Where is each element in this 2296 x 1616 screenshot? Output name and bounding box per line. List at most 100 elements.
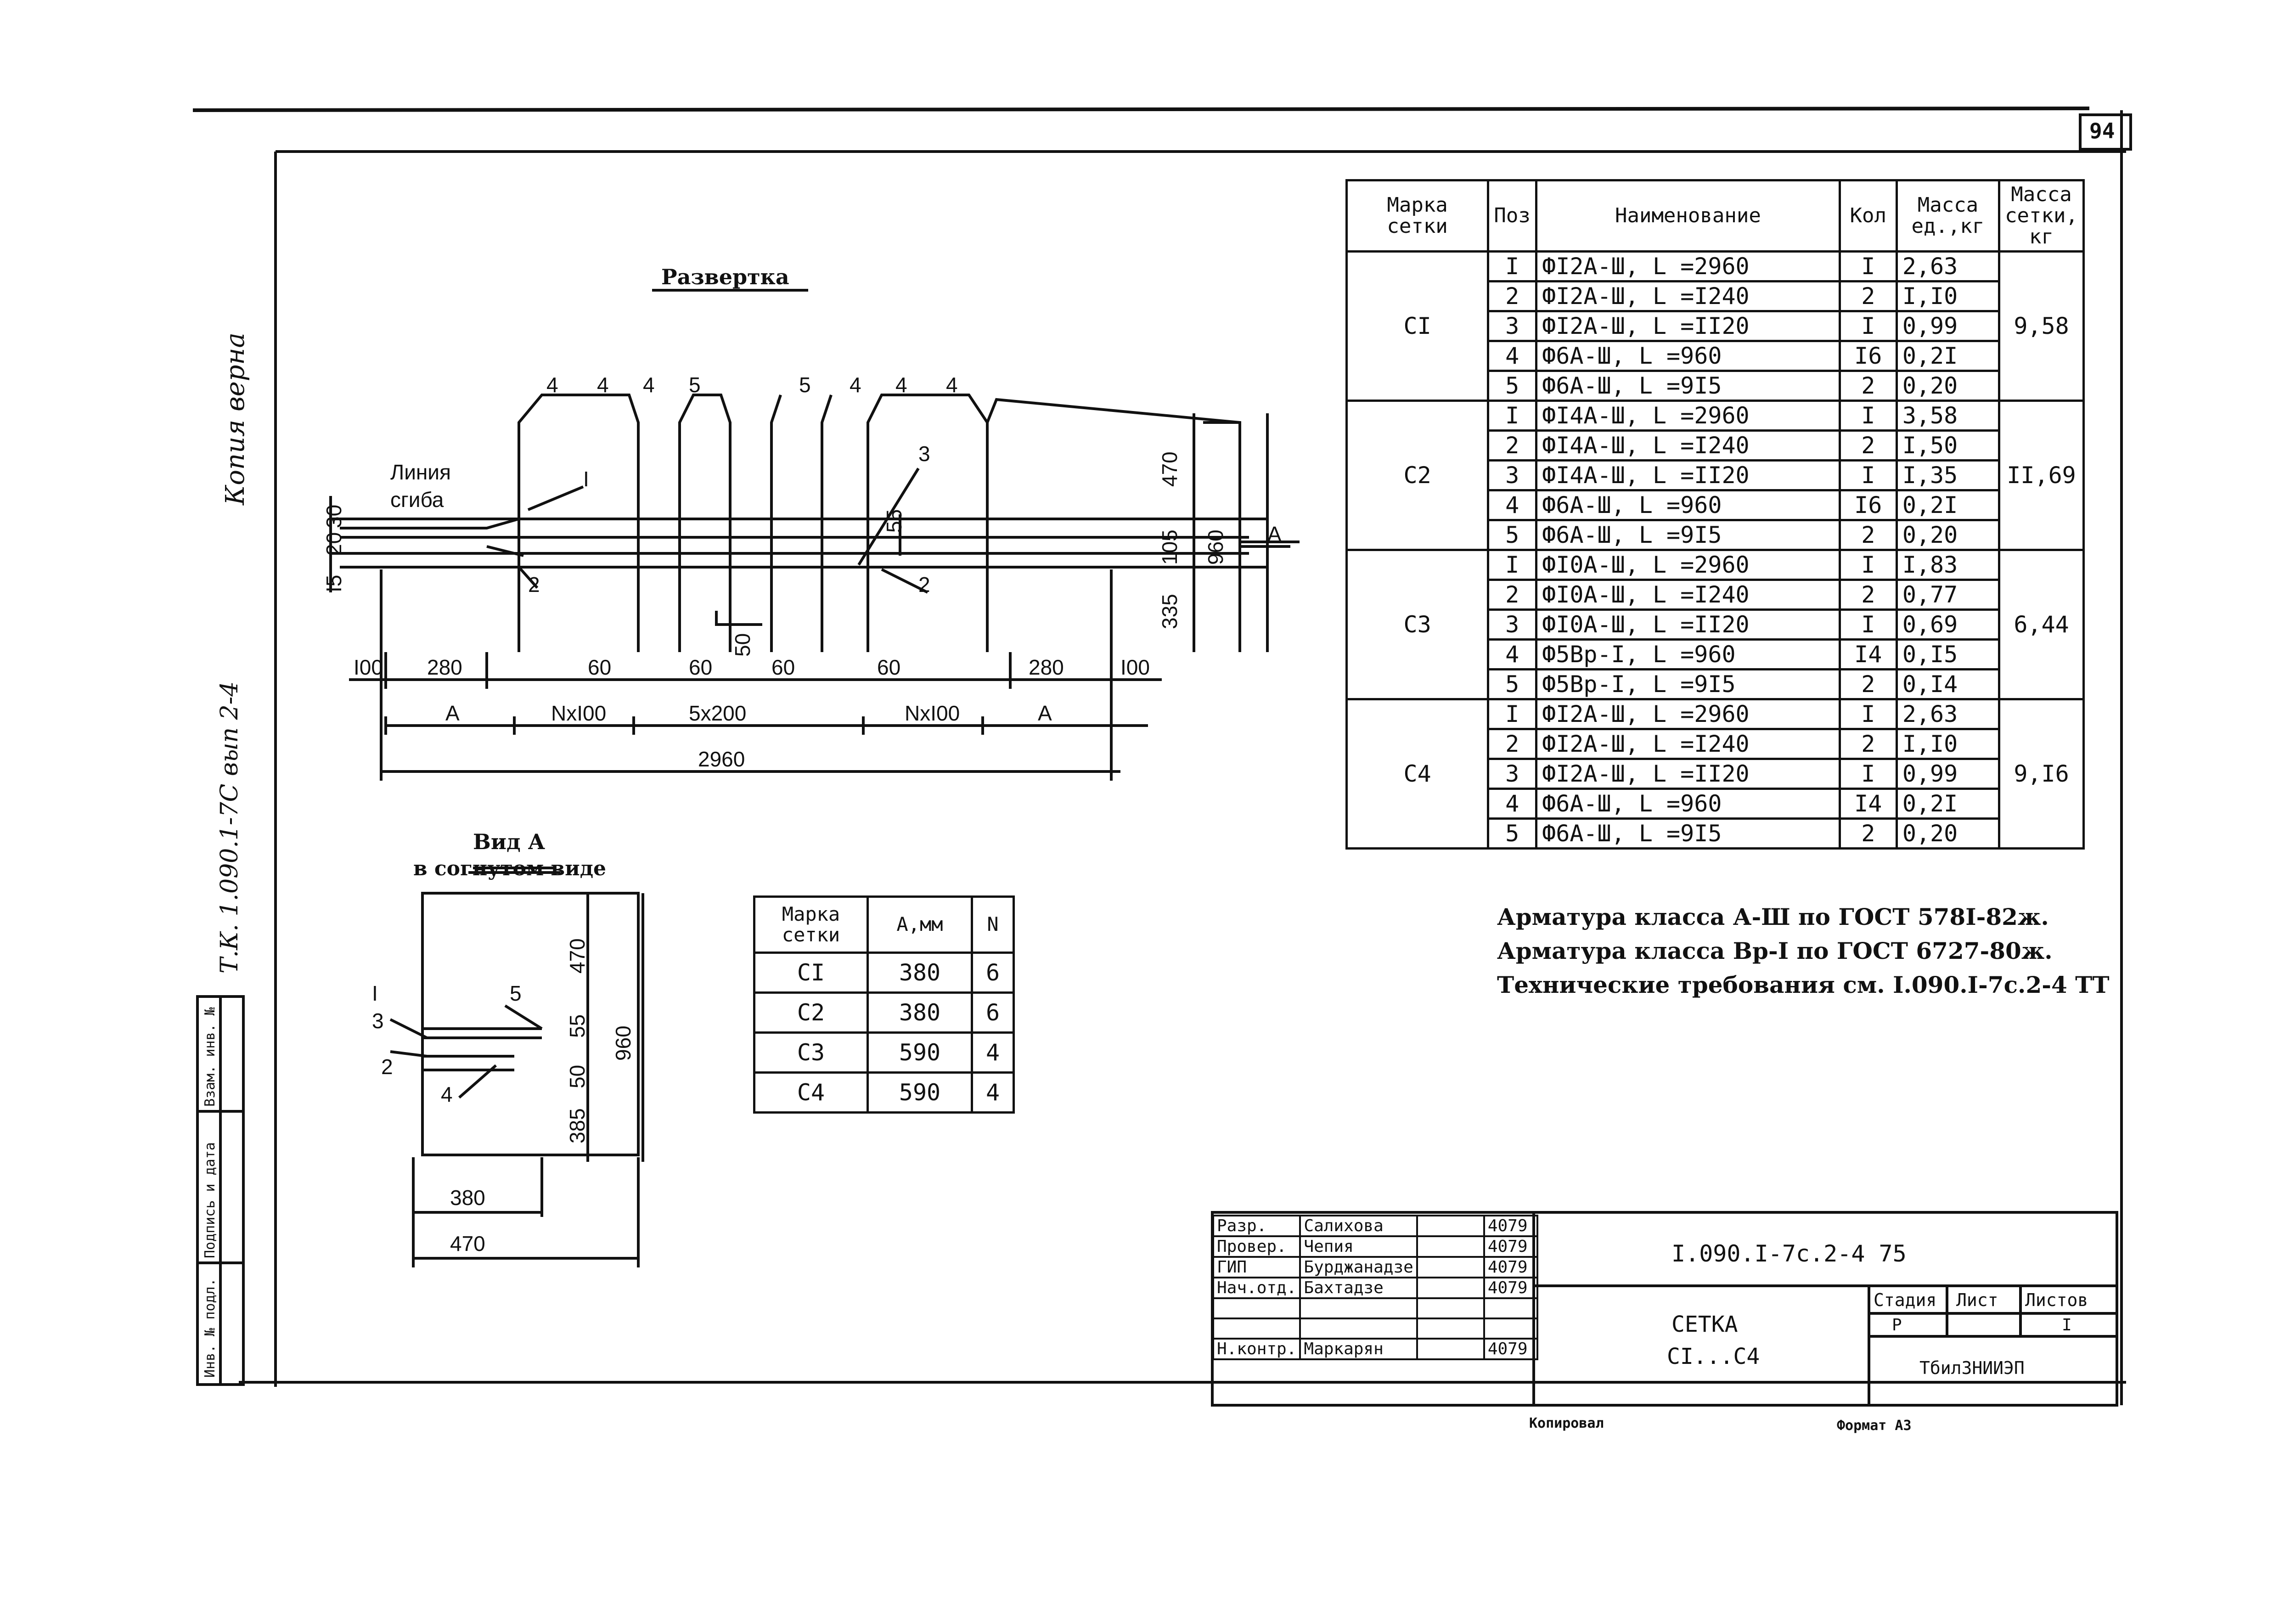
spec-unit-mass: 0,20: [1895, 817, 2001, 850]
callout-top-2: 4: [597, 373, 609, 397]
spec-unit-mass: 0,69: [1895, 608, 2001, 641]
spec-qty: I6: [1838, 489, 1898, 521]
spec-qty: 2: [1838, 370, 1898, 402]
spec-name: ФI0А-Ш, L =II20: [1535, 608, 1841, 641]
dim-row2-a-left: A: [445, 701, 460, 725]
view-a-dim-470-horizontal: 470: [450, 1232, 485, 1256]
a-table-cell: C2: [753, 991, 869, 1034]
view-a-subtitle: в согнутом виде: [413, 857, 607, 880]
spec-unit-mass: I,50: [1895, 429, 2001, 462]
table-row: ГИП Бурджанадзе 4079: [1212, 1256, 1538, 1278]
dim-row2-nx100-right: NxI00: [905, 701, 960, 725]
dim-row1-60-d: 60: [877, 655, 901, 679]
spec-pos: I: [1487, 400, 1538, 432]
spec-unit-mass: 0,I5: [1895, 638, 2001, 670]
callout-bar-2: 2: [528, 573, 540, 597]
table-row: C4 590 4: [753, 1071, 1015, 1114]
spec-name: ФI2А-Ш, L =II20: [1535, 758, 1841, 790]
tb-signature: [1416, 1318, 1485, 1340]
spec-name: Ф6А-Ш, L =960: [1535, 788, 1841, 820]
dim-row1-100-left: I00: [354, 655, 383, 679]
table-row: C2 380 6: [753, 991, 1015, 1034]
tb-signature: [1416, 1235, 1485, 1258]
table-row: C3 I ФI0А-Ш, L =2960 I I,83 6,44: [1345, 549, 2085, 700]
bend-line-label-2: сгиба: [390, 488, 444, 512]
tb-role: Разр.: [1212, 1215, 1301, 1237]
table-row: 2 ФI2А-Ш, L =I240 2 I,I0: [1347, 728, 2084, 760]
spec-name: ФI4А-Ш, L =I240: [1535, 429, 1841, 462]
spec-name: Ф6А-Ш, L =9I5: [1535, 370, 1841, 402]
a-table-cell: 6: [971, 952, 1015, 994]
dim-row1-60-b: 60: [689, 655, 713, 679]
a-table-header-mark: Марка сетки: [753, 895, 869, 954]
sheets-label: Листов: [2025, 1290, 2088, 1310]
tb-date: 4079: [1483, 1215, 1538, 1237]
organization-name: ТбилЗНИИЭП: [1919, 1358, 2025, 1378]
table-row: Провер. Чепия 4079: [1212, 1235, 1538, 1258]
a-table-cell: 380: [867, 952, 973, 994]
table-row: 3 ФI2А-Ш, L =II20 I 0,99: [1347, 310, 2084, 342]
section-mark-a: A: [1267, 522, 1282, 546]
spec-qty: I: [1838, 758, 1898, 790]
spec-qty: 2: [1838, 817, 1898, 850]
callout-bar-2b: 2: [918, 573, 930, 597]
spec-pos: 4: [1487, 489, 1538, 521]
tb-name: Бахтадзе: [1299, 1277, 1418, 1299]
tb-date: 4079: [1483, 1235, 1538, 1258]
spec-pos: 5: [1487, 519, 1538, 551]
spec-header-total-mass: Масса сетки, кг: [1998, 179, 2085, 253]
spec-name: ФI2А-Ш, L =I240: [1535, 728, 1841, 760]
tb-signature: [1416, 1277, 1485, 1299]
tb-name: Салихова: [1299, 1215, 1418, 1237]
spec-pos: 3: [1487, 310, 1538, 342]
spec-unit-mass: I,I0: [1895, 728, 2001, 760]
spec-qty: I6: [1838, 340, 1898, 372]
tb-name: [1299, 1318, 1418, 1340]
tb-role: Н.контр.: [1212, 1338, 1301, 1360]
tb-date: [1483, 1297, 1538, 1319]
dim-row2-nx100-left: NxI00: [551, 701, 607, 725]
a-table-cell: C4: [753, 1071, 869, 1114]
spec-header-unit-mass: Масса ед.,кг: [1895, 179, 2001, 253]
view-a-title: Вид А: [473, 829, 546, 854]
table-row: 5 Ф6А-Ш, L =9I5 2 0,20: [1347, 817, 2084, 850]
table-row: 4 Ф6А-Ш, L =960 I4 0,2I: [1347, 788, 2084, 820]
table-row: [1212, 1297, 1538, 1319]
spec-name: Ф6А-Ш, L =960: [1535, 489, 1841, 521]
callout-top-1: 4: [546, 373, 558, 397]
a-table-header-a: А,мм: [867, 895, 973, 954]
spec-name: ФI2А-Ш, L =II20: [1535, 310, 1841, 342]
tb-role: [1212, 1318, 1301, 1340]
table-row: 2 ФI2А-Ш, L =I240 2 I,I0: [1347, 280, 2084, 312]
spec-name: ФI2А-Ш, L =2960: [1535, 250, 1841, 282]
spec-qty: I: [1838, 400, 1898, 432]
table-row: 5 Ф5Вр-I, L =9I5 2 0,I4: [1347, 668, 2084, 700]
tb-signature: [1416, 1256, 1485, 1278]
spec-qty: 2: [1838, 579, 1898, 611]
spec-unit-mass: I,35: [1895, 459, 2001, 491]
spec-mark: C2: [1345, 400, 1490, 551]
spec-qty: 2: [1838, 519, 1898, 551]
view-a-callout-2: 2: [381, 1055, 393, 1079]
tb-name: Маркарян: [1299, 1338, 1418, 1360]
view-a-callout-5: 5: [510, 981, 522, 1005]
dim-row1-100-right: I00: [1120, 655, 1150, 679]
spec-unit-mass: 2,63: [1895, 250, 2001, 282]
spec-total-mass: 9,I6: [1998, 698, 2085, 850]
dim-row1-60-a: 60: [588, 655, 612, 679]
spec-unit-mass: 0,99: [1895, 310, 2001, 342]
tb-date: 4079: [1483, 1277, 1538, 1299]
tb-signature: [1416, 1215, 1485, 1237]
title-block-signatures: Разр. Салихова 4079 Провер. Чепия 4079 Г…: [1212, 1215, 1538, 1360]
tb-date: [1483, 1318, 1538, 1340]
view-a-callout-4: 4: [441, 1082, 453, 1106]
table-row: Нач.отд. Бахтадзе 4079: [1212, 1277, 1538, 1299]
spec-pos: I: [1487, 250, 1538, 282]
sheet-label: Лист: [1956, 1290, 1998, 1310]
a-table-cell: CI: [753, 952, 869, 994]
sheet-number: 94: [2089, 118, 2115, 143]
spec-total-mass: II,69: [1998, 400, 2085, 551]
spec-unit-mass: 0,77: [1895, 579, 2001, 611]
